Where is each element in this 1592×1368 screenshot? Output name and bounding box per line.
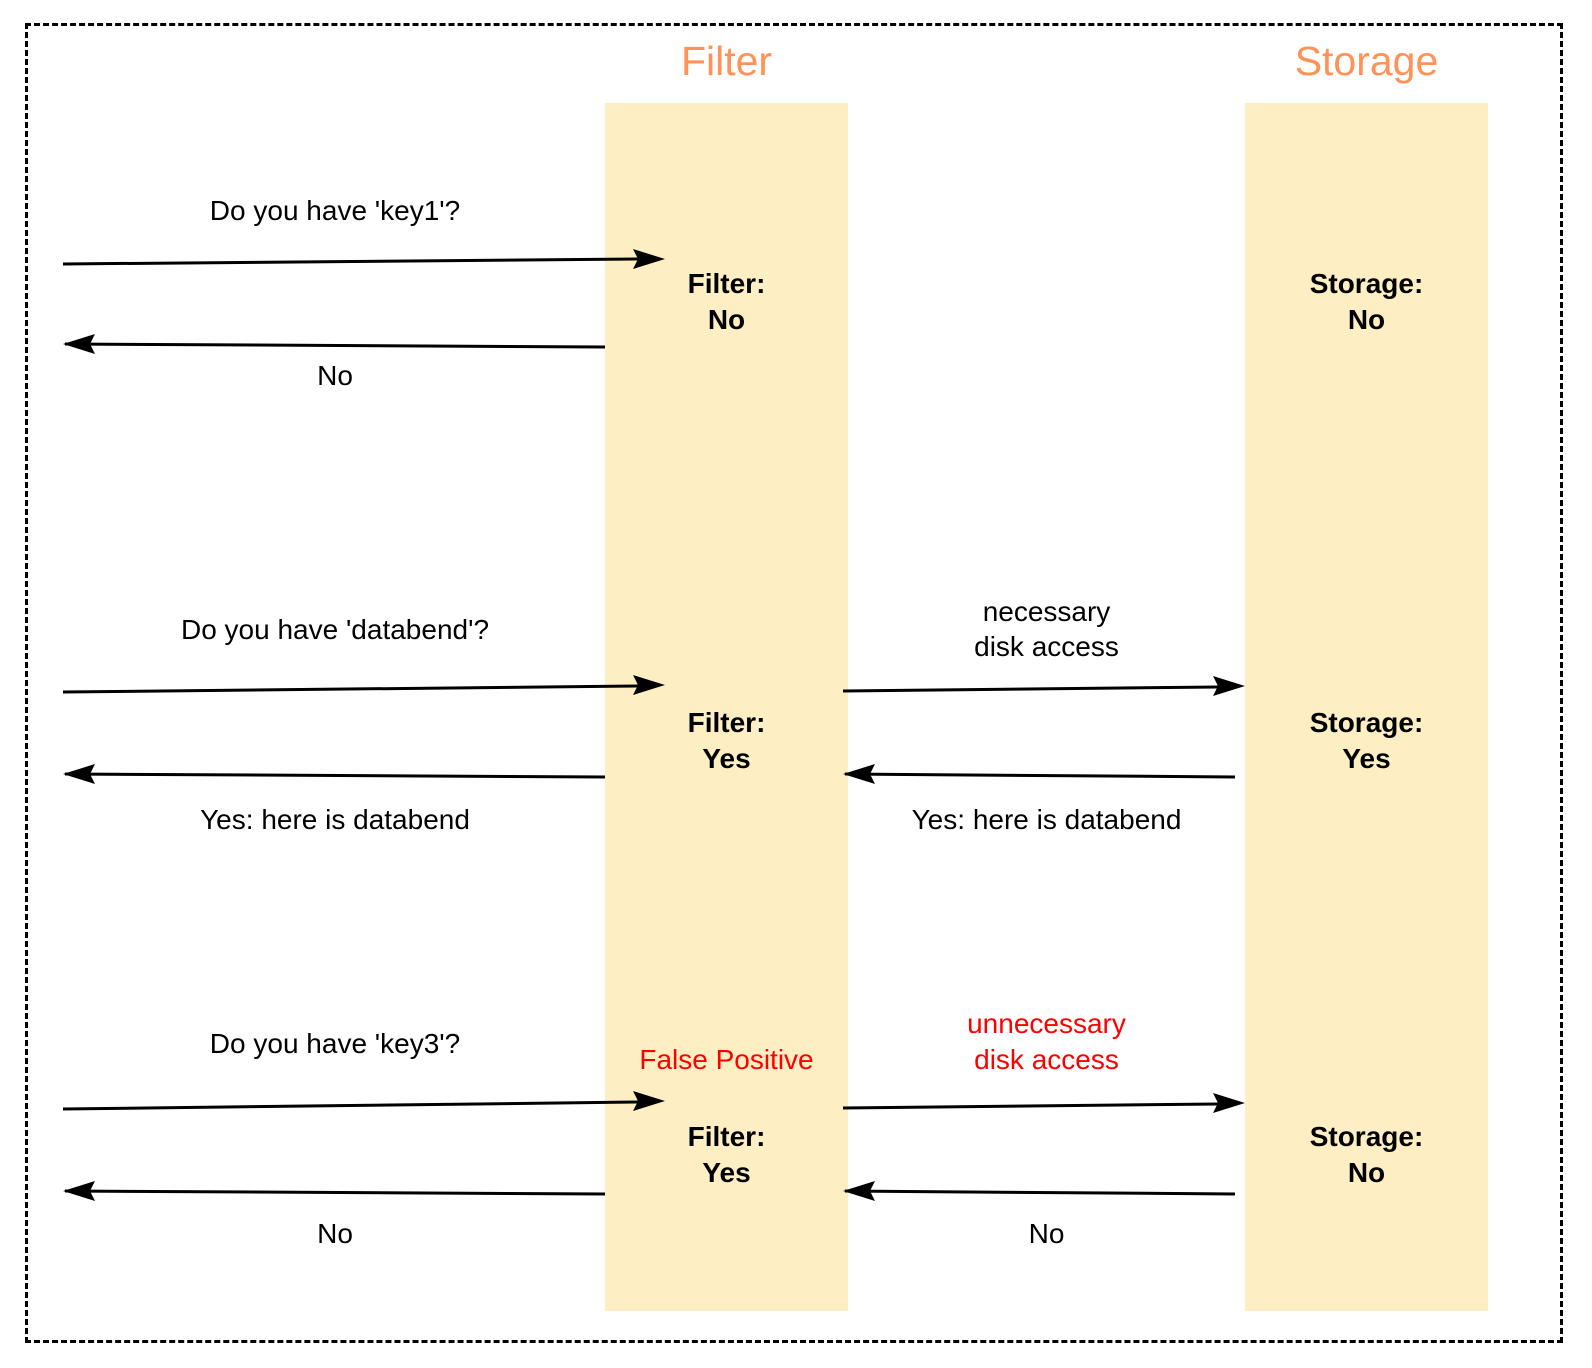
msg-disk-request-databend: necessary disk access [848,594,1245,664]
lane-state-filter-databend-value: Yes [702,742,751,774]
msg-client-request-key1: Do you have 'key1'? [209,195,461,226]
lane-state-filter-key3: Filter: Yes [605,1119,848,1191]
arrow-filter-to-client-databend [63,764,606,784]
arrow-filter-to-client-key3 [63,1181,606,1201]
arrow-filter-to-storage-databend [842,676,1245,696]
lane-state-filter-key1-label: Filter: [687,268,766,299]
msg-filter-response-databend: Yes: here is databend [200,804,470,835]
lane-state-storage-key1-label: Storage: [1309,268,1424,299]
msg-filter-response-key1: No [317,360,353,391]
lane-state-filter-key1-value: No [707,303,746,335]
arrow-client-to-filter-databend [62,675,665,695]
note-unnecessary-disk-access: unnecessary disk access [848,1006,1245,1078]
msg-client-request-key3: Do you have 'key3'? [209,1028,461,1059]
msg-client-request-databend: Do you have 'databend'? [180,614,490,645]
msg-disk-request-databend-line2: disk access [974,631,1119,662]
lane-state-storage-databend-label: Storage: [1309,707,1424,738]
lane-state-filter-databend-label: Filter: [687,707,766,738]
note-unnecessary-disk-access-line2: disk access [974,1043,1119,1075]
msg-filter-response-key3: No [317,1218,353,1249]
note-unnecessary-disk-access-line1: unnecessary [967,1008,1126,1039]
lane-state-storage-databend-value: Yes [1342,742,1391,774]
msg-disk-response-databend: Yes: here is databend [911,804,1182,835]
lane-state-filter-key3-value: Yes [702,1156,751,1188]
lane-state-storage-key1: Storage: No [1245,266,1488,338]
lane-title-storage: Storage [1294,38,1439,84]
lane-state-storage-key3-label: Storage: [1309,1121,1424,1152]
msg-disk-response-key3: No [1028,1218,1065,1249]
msg-disk-request-databend-line1: necessary [982,596,1111,627]
arrow-client-to-filter-key3 [62,1091,665,1111]
lane-state-filter-databend: Filter: Yes [605,705,848,777]
lane-title-filter: Filter [680,38,773,84]
arrow-filter-to-storage-key3 [842,1093,1245,1113]
lane-state-storage-key3-value: No [1347,1156,1386,1188]
lane-band-filter [605,103,848,1311]
arrow-client-to-filter-key1 [62,249,665,269]
diagram-border [25,23,1563,1343]
arrow-storage-to-filter-key3 [843,1181,1236,1201]
lane-state-filter-key1: Filter: No [605,266,848,338]
lane-state-storage-key1-value: No [1347,303,1386,335]
note-false-positive: False Positive [639,1044,814,1075]
arrow-storage-to-filter-databend [843,764,1236,784]
lane-state-storage-databend: Storage: Yes [1245,705,1488,777]
lane-state-storage-key3: Storage: No [1245,1119,1488,1191]
arrow-filter-to-client-key1 [63,334,606,354]
lane-band-storage [1245,103,1488,1311]
lane-state-filter-key3-label: Filter: [687,1121,766,1152]
